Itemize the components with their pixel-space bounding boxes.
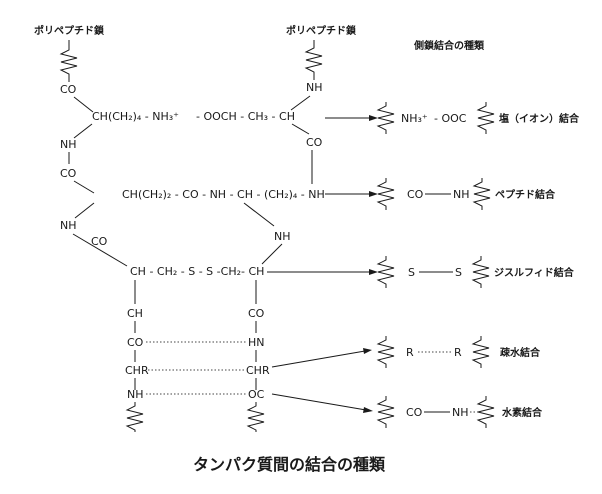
right-oc: OC: [248, 388, 265, 401]
right-nh-to-ch-bond: [290, 95, 311, 111]
bond-row-hydrophobic: R R 疎水結合: [376, 336, 541, 368]
lysine-side-chain: CH(CH₂)₄ - NH₃⁺: [92, 110, 179, 123]
disulfide-bond-arrowhead: [369, 269, 378, 275]
peptide-ch-to-nh-bond: [243, 202, 275, 227]
left-ch: CH: [127, 307, 143, 320]
zigzag-left-marker: [376, 256, 395, 288]
right-ch-to-co-bond: [291, 123, 310, 135]
bond-formula-a: CO: [407, 188, 424, 201]
zigzag-left-marker: [376, 178, 395, 210]
disulfide-side-chain: CH - CH₂ - S - S -CH₂- CH: [130, 265, 264, 278]
left-nh-1: NH: [60, 138, 77, 151]
left-co-2: CO: [60, 167, 77, 180]
bond-formula-a: S: [408, 266, 415, 279]
bond-formula-b: R: [454, 346, 462, 359]
salt-bond-arrowhead: [369, 115, 378, 121]
left-chr: CHR: [125, 364, 149, 377]
left-nh-2: NH: [60, 219, 77, 232]
zigzag-right-marker: [476, 396, 495, 428]
right-nh-2: NH: [274, 230, 291, 243]
bond-formula-b: NH: [452, 406, 469, 419]
right-co-2: CO: [248, 307, 265, 320]
hydrogen-bond-arrowhead: [363, 407, 373, 413]
bond-formula-a: CO: [406, 406, 423, 419]
hydrophobic-bond-arrowhead: [363, 348, 372, 354]
zigzag-left-marker: [376, 336, 395, 368]
bond-row-disulfide: S S ジスルフィド結合: [376, 256, 575, 288]
right-chain-label: ポリペプチド鎖: [286, 24, 357, 37]
bond-formula-b: S: [455, 266, 462, 279]
hydrogen-bond-arrow: [271, 393, 367, 411]
side-bond-types-heading: 側鎖結合の種類: [413, 39, 485, 52]
figure-caption: タンパク質間の結合の種類: [193, 455, 386, 474]
bond-row-hydrogen: CO NH 水素結合: [376, 396, 543, 428]
peptide-side-chain: CH(CH₂)₂ - CO - NH - CH - (CH₂)₄ - NH: [122, 188, 325, 201]
bond-formula-b: - OOC: [434, 112, 467, 125]
left-co-top: CO: [60, 83, 77, 96]
right-hn: HN: [248, 336, 265, 349]
left-ch-to-nh-bond: [73, 123, 93, 139]
right-chr: CHR: [246, 364, 270, 377]
right-chain-top-zigzag: [304, 40, 323, 80]
left-chain-label: ポリペプチド鎖: [34, 24, 105, 37]
left-co-3: CO: [91, 235, 108, 248]
left-co2-bond: [73, 180, 95, 194]
zigzag-right-marker: [476, 102, 495, 134]
peptide-bond-arrowhead: [369, 191, 378, 197]
zigzag-right-marker: [471, 256, 490, 288]
bond-formula-b: NH: [453, 188, 470, 201]
right-nh-to-ch-bond-2: [261, 243, 283, 265]
zigzag-left-marker: [376, 396, 395, 428]
bond-formula-a: NH₃⁺: [401, 112, 428, 125]
bond-row-peptide: CO NH ペプチド結合: [376, 178, 556, 210]
hydrophobic-bond-arrow: [271, 350, 366, 368]
bond-name: ジスルフィド結合: [494, 266, 575, 279]
left-co-lower: CO: [127, 336, 144, 349]
left-co-to-ch-bond: [73, 96, 94, 113]
right-co-1: CO: [306, 136, 323, 149]
right-chain-bottom-zigzag: [246, 402, 265, 432]
bond-formula-a: R: [406, 346, 414, 359]
left-nh-to-ch-bond: [72, 233, 128, 267]
bond-name: 塩（イオン）結合: [499, 112, 580, 125]
left-chain-top-zigzag: [59, 40, 78, 82]
bond-row-salt: NH₃⁺ - OOC 塩（イオン）結合: [376, 102, 580, 134]
left-nh-bottom: NH: [127, 388, 144, 401]
bond-name: 水素結合: [501, 406, 543, 419]
zigzag-right-marker: [472, 178, 491, 210]
left-chain-bottom-zigzag: [125, 402, 144, 432]
zigzag-left-marker: [376, 102, 395, 134]
zigzag-right-marker: [471, 336, 490, 368]
bond-name: ペプチド結合: [495, 188, 556, 201]
left-peptide-to-nh-bond: [74, 202, 95, 219]
bond-name: 疎水結合: [500, 346, 541, 359]
right-nh-top: NH: [306, 81, 323, 94]
glutamate-side-chain: - OOCH - CH₃ - CH: [196, 110, 295, 123]
